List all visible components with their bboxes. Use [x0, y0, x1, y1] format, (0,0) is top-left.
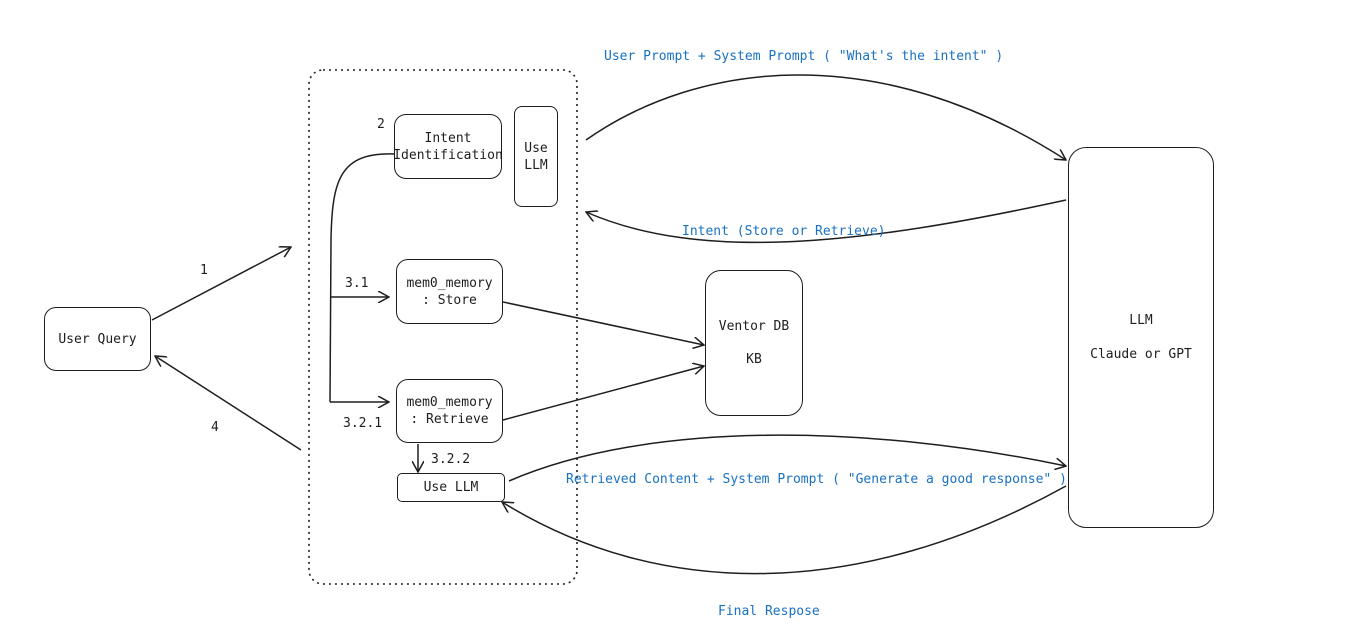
- arrow-1-user-to-process: [151, 247, 291, 321]
- user-query-label: User Query: [58, 331, 137, 347]
- intent-identification-label-line2: Identification: [393, 147, 503, 163]
- vector-db-label-line2: KB: [746, 352, 762, 367]
- branch-line: [329, 153, 395, 403]
- step-label-4: 4: [211, 420, 219, 435]
- intent-identification-label-line1: Intent: [424, 130, 472, 146]
- step-label-3-1: 3.1: [345, 276, 369, 291]
- step-label-3-2-1: 3.2.1: [343, 416, 383, 431]
- vector-db-label-line1: Ventor DB: [718, 319, 790, 334]
- vector-db-node: Ventor DB KB: [705, 270, 803, 416]
- use-llm-top-label-line2: LLM: [524, 157, 548, 173]
- arrow-retrieve-to-db: [502, 366, 704, 421]
- user-query-node: User Query: [44, 307, 151, 371]
- process-container: [308, 69, 578, 585]
- use-llm-top-node: Use LLM: [514, 106, 558, 207]
- arrow-intent-back: [586, 199, 1067, 244]
- mem0-retrieve-label-line1: mem0_memory: [406, 395, 493, 410]
- use-llm-bottom-label: Use LLM: [423, 480, 479, 495]
- step-label-1: 1: [200, 263, 208, 278]
- edge-label-response-prompt: Retrieved Content + System Prompt ( "Gen…: [566, 472, 1067, 487]
- arrow-intent-prompt-to-llm: [585, 74, 1066, 160]
- mem0-retrieve-node: mem0_memory : Retrieve: [396, 379, 503, 443]
- llm-label-line2: Claude or GPT: [1090, 347, 1192, 362]
- llm-node: LLM Claude or GPT: [1068, 147, 1214, 528]
- use-llm-top-label-line1: Use: [524, 140, 548, 156]
- use-llm-bottom-node: Use LLM: [397, 473, 505, 502]
- edge-label-intent-prompt: User Prompt + System Prompt ( "What's th…: [604, 49, 1004, 64]
- step-label-2: 2: [377, 117, 385, 132]
- edge-label-intent-back: Intent (Store or Retrieve): [682, 224, 886, 239]
- arrow-store-to-db: [502, 301, 704, 345]
- mem0-store-node: mem0_memory : Store: [396, 259, 503, 324]
- arrow-response-prompt-to-llm: [508, 434, 1066, 482]
- edge-label-final-response: Final Respose: [718, 604, 820, 619]
- intent-identification-node: Intent Identification: [393, 114, 503, 179]
- llm-label-line1: LLM: [1129, 313, 1153, 328]
- mem0-retrieve-label-line2: : Retrieve: [410, 412, 489, 427]
- mem0-store-label-line2: : Store: [422, 292, 477, 308]
- step-label-3-2-2: 3.2.2: [431, 452, 471, 467]
- arrow-4-process-to-user: [155, 356, 302, 451]
- mem0-store-label-line1: mem0_memory: [406, 275, 493, 291]
- arrow-final-response: [502, 485, 1067, 575]
